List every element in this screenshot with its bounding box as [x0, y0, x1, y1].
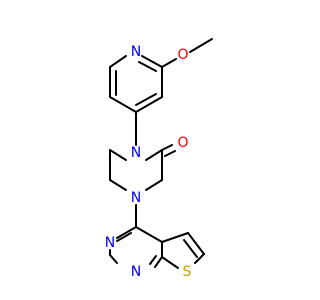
bond	[141, 55, 163, 68]
bond	[109, 179, 127, 191]
atom-n-piperazinone-4: N	[131, 190, 141, 206]
bond	[161, 232, 189, 243]
bond	[135, 96, 163, 113]
bond	[145, 179, 163, 191]
bond	[161, 58, 177, 68]
bond	[187, 232, 205, 255]
bond	[116, 226, 137, 239]
bonds	[109, 38, 213, 269]
bond	[161, 256, 179, 269]
bond	[161, 144, 173, 151]
bond	[138, 61, 157, 72]
bond	[194, 253, 205, 264]
atom-labels: N O N O N N N S	[105, 44, 192, 280]
bond	[189, 38, 213, 53]
atom-o-methoxy: O	[177, 47, 188, 63]
bond	[164, 150, 176, 157]
atom-o-carbonyl: O	[177, 135, 188, 151]
bond	[154, 256, 163, 268]
bond	[116, 232, 132, 242]
bond	[145, 149, 163, 161]
atom-n-pyridine: N	[131, 44, 141, 60]
molecule-structure: N O N O N N N S	[105, 38, 213, 280]
molecule-diagram: N O N O N N N S	[105, 38, 213, 280]
bond	[109, 149, 127, 161]
bond	[135, 93, 157, 106]
bond	[109, 254, 118, 264]
atom-n-pyrimidine-3: N	[105, 235, 115, 251]
atom-n-piperazinone-1: N	[131, 145, 141, 161]
bond	[109, 55, 127, 68]
bond	[183, 239, 198, 258]
atom-n-pyrimidine-1: N	[131, 264, 141, 280]
bond	[135, 226, 163, 243]
bond	[149, 255, 157, 265]
bond	[109, 96, 137, 113]
atom-s-thiophene: S	[183, 264, 192, 280]
